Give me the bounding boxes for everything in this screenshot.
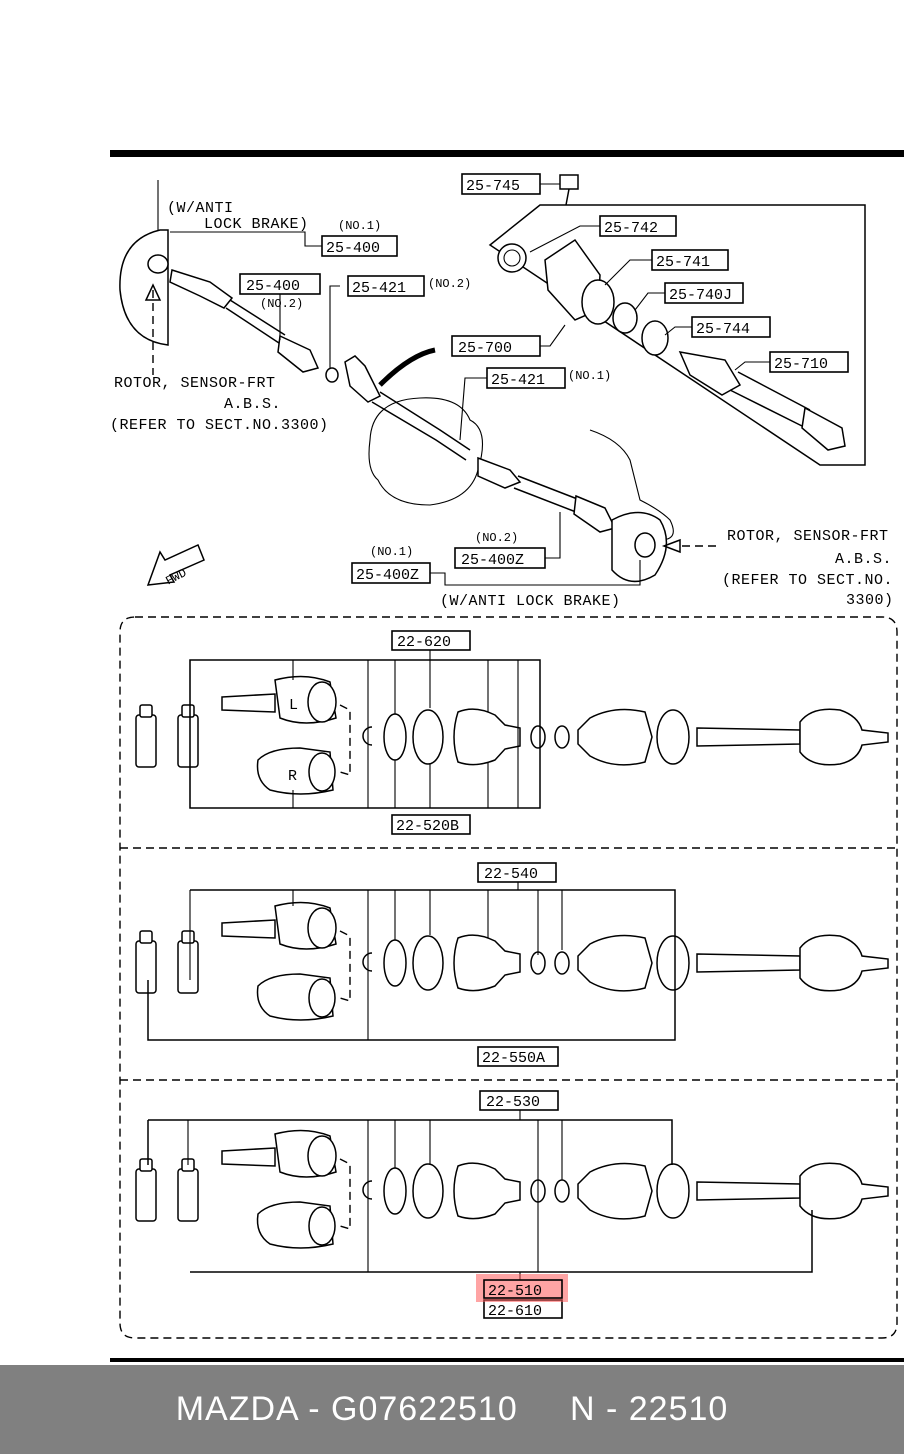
label-box-22-550a <box>477 1046 559 1067</box>
label-box-25-400-b <box>239 273 321 295</box>
label-box-22-620 <box>391 630 471 651</box>
top-assembly-drawing <box>119 174 866 586</box>
top-rule <box>110 150 904 157</box>
label-25-421-a: 25-421 <box>352 280 406 297</box>
group1-frame <box>189 650 541 809</box>
label-box-25-421-b <box>486 367 566 389</box>
label-box-25-400z-b <box>351 562 431 584</box>
label-22-550a: 22-550A <box>482 1050 545 1067</box>
label-25-400z-a: 25-400Z <box>461 552 524 569</box>
label-box-25-741 <box>651 249 729 271</box>
note-no1-a: (NO.1) <box>338 219 381 233</box>
group2-frame <box>147 882 676 1041</box>
bottom-rule <box>110 1358 904 1362</box>
note-rotor-right-3: (REFER TO SECT.NO. <box>722 572 893 589</box>
note-rotor-right-1: ROTOR, SENSOR-FRT <box>727 528 889 545</box>
note-rotor-left-2: A.B.S. <box>224 396 281 413</box>
joint-label-l: L <box>289 697 298 714</box>
joint-label-r: R <box>288 768 297 785</box>
label-box-25-740j <box>664 282 744 304</box>
shaft-kit-group-1 <box>135 675 889 795</box>
note-wanti-line2: LOCK BRAKE) <box>204 216 309 233</box>
note-rotor-right-4: 3300) <box>846 592 894 609</box>
shaft-kit-group-3 <box>135 1129 889 1249</box>
note-no2-b: (NO.2) <box>428 277 471 291</box>
label-22-520b: 22-520B <box>396 818 459 835</box>
shaft-kit-group-2 <box>135 901 889 1021</box>
note-rotor-left-1: ROTOR, SENSOR-FRT <box>114 375 276 392</box>
label-25-742: 25-742 <box>604 220 658 237</box>
label-25-741: 25-741 <box>656 254 710 271</box>
label-box-22-510 <box>483 1279 563 1299</box>
label-25-400z-b: 25-400Z <box>356 567 419 584</box>
label-22-510[interactable]: 22-510 <box>488 1283 542 1300</box>
top-leader-lines <box>170 183 770 586</box>
label-25-740j: 25-740J <box>669 287 732 304</box>
label-box-25-421-a <box>347 275 425 297</box>
label-box-25-742 <box>599 215 677 237</box>
note-wanti-bottom: (W/ANTI LOCK BRAKE) <box>440 593 621 610</box>
note-no1-b: (NO.1) <box>568 369 611 383</box>
label-box-25-744 <box>691 316 771 338</box>
label-25-421-b: 25-421 <box>491 372 545 389</box>
group3-frame <box>147 1110 813 1280</box>
note-no2-a: (NO.2) <box>260 297 303 311</box>
label-box-22-540 <box>477 862 557 883</box>
note-no2-c: (NO.2) <box>475 531 518 545</box>
label-22-530: 22-530 <box>486 1094 540 1111</box>
label-box-25-710 <box>769 351 849 373</box>
bottom-dashed-frame <box>119 616 898 1339</box>
caption-bar: MAZDA - G07622510 N - 22510 <box>0 1365 904 1454</box>
label-25-710: 25-710 <box>774 356 828 373</box>
label-box-22-530 <box>479 1090 559 1111</box>
label-22-540: 22-540 <box>484 866 538 883</box>
label-box-25-400-a <box>321 235 398 257</box>
label-box-25-700 <box>451 335 541 357</box>
note-rotor-right-2: A.B.S. <box>835 551 892 568</box>
label-22-610: 22-610 <box>488 1303 542 1320</box>
note-rotor-left-3: (REFER TO SECT.NO.3300) <box>110 417 329 434</box>
note-no1-c: (NO.1) <box>370 545 413 559</box>
label-box-22-520b <box>391 814 471 835</box>
label-25-400-a: 25-400 <box>326 240 380 257</box>
label-box-25-400z-a <box>454 547 546 569</box>
label-25-744: 25-744 <box>696 321 750 338</box>
label-box-25-745 <box>461 173 541 195</box>
label-25-700: 25-700 <box>458 340 512 357</box>
label-22-620: 22-620 <box>397 634 451 651</box>
label-25-400-b: 25-400 <box>246 278 300 295</box>
note-wanti-line1: (W/ANTI <box>167 200 234 217</box>
caption-text: MAZDA - G07622510 N - 22510 <box>175 1390 729 1428</box>
parts-diagram: (W/ANTI LOCK BRAKE) (NO.1) 25-400 25-400… <box>110 150 904 1362</box>
label-25-745: 25-745 <box>466 178 520 195</box>
